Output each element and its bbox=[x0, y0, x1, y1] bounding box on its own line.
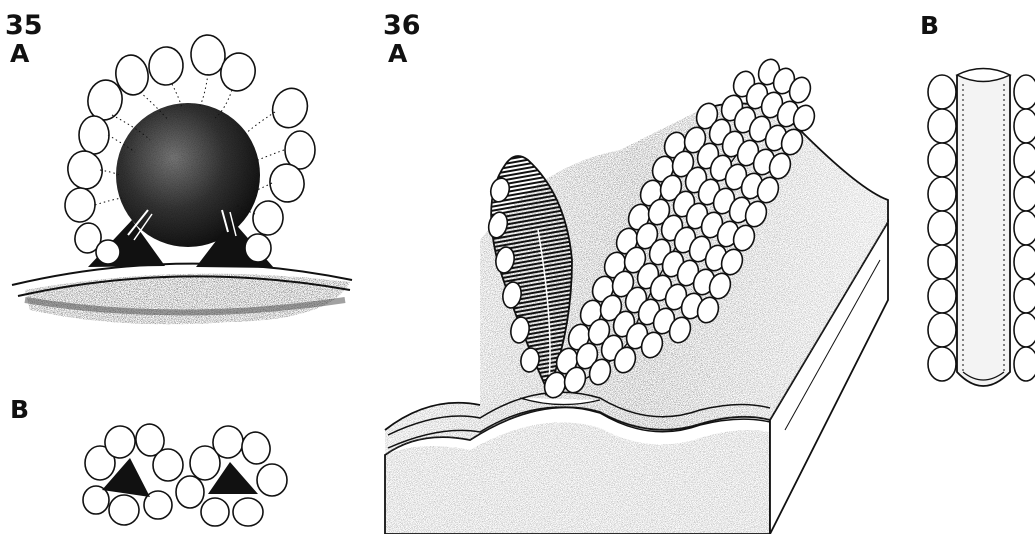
particle bbox=[1014, 143, 1035, 177]
particle bbox=[928, 75, 956, 109]
particle bbox=[285, 131, 315, 169]
dotted-thread bbox=[95, 198, 122, 205]
particle bbox=[928, 347, 956, 381]
particle bbox=[1014, 279, 1035, 313]
particle bbox=[1014, 109, 1035, 143]
dotted-thread bbox=[258, 150, 284, 160]
particle bbox=[1014, 245, 1035, 279]
figure-35-number: 35 bbox=[5, 10, 43, 41]
particle bbox=[252, 200, 285, 236]
figure-36b-tube bbox=[957, 69, 1010, 387]
figure-36-panel-a-label: A bbox=[388, 39, 408, 68]
particle bbox=[109, 495, 139, 525]
figure-36-number: 36 bbox=[383, 10, 421, 41]
particle bbox=[928, 109, 956, 143]
figure-35-panel-b-label: B bbox=[10, 395, 29, 424]
dotted-thread bbox=[244, 112, 275, 135]
particle bbox=[201, 498, 229, 526]
figure-35-panel-a-label: A bbox=[10, 39, 30, 68]
particle bbox=[233, 498, 263, 526]
particle bbox=[928, 313, 956, 347]
particle bbox=[64, 147, 107, 193]
particle bbox=[1014, 211, 1035, 245]
dotted-thread bbox=[200, 74, 208, 106]
particle bbox=[239, 430, 272, 466]
particle bbox=[257, 464, 287, 496]
particle bbox=[267, 83, 313, 132]
figure-35b-rosettes bbox=[83, 422, 287, 526]
figure-35a-sphere bbox=[116, 103, 260, 247]
particle bbox=[928, 143, 956, 177]
particle bbox=[928, 245, 956, 279]
figure-36a-tissue-block bbox=[385, 103, 888, 534]
figure-36-panel-b-label: B bbox=[920, 11, 939, 40]
particle bbox=[96, 240, 120, 264]
particle bbox=[928, 211, 956, 245]
particle bbox=[1014, 177, 1035, 211]
particle bbox=[153, 449, 183, 481]
particle bbox=[64, 187, 97, 223]
particle bbox=[1014, 347, 1035, 381]
particle bbox=[928, 279, 956, 313]
particle bbox=[147, 46, 184, 87]
particle bbox=[1014, 313, 1035, 347]
particle bbox=[79, 116, 109, 154]
particle bbox=[928, 177, 956, 211]
particle bbox=[245, 234, 271, 262]
particle bbox=[176, 476, 204, 508]
particle bbox=[1014, 75, 1035, 109]
figure-35a-cell-surface bbox=[12, 264, 352, 325]
